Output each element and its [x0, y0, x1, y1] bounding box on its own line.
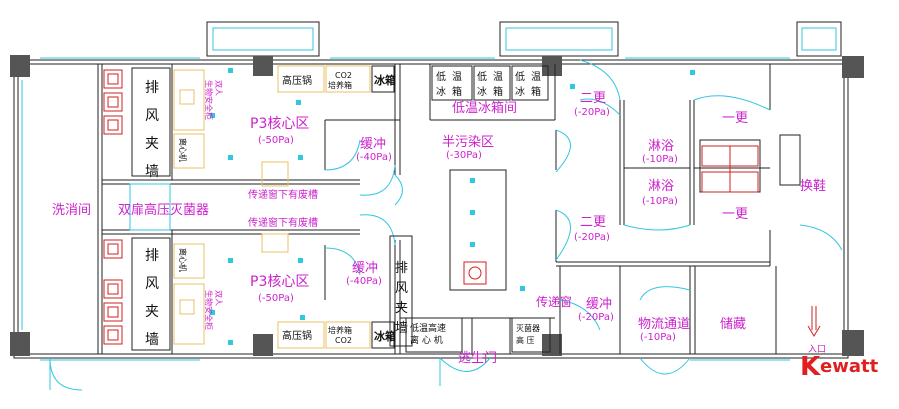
escape-door-label: 逃生门 [458, 351, 497, 366]
co2-bottom-label: CO2 [335, 336, 352, 345]
svg-text:K: K [800, 352, 821, 382]
low-temp-fridge-1-d: 箱 [452, 85, 462, 98]
buffer-top-label: 缓冲 [360, 137, 386, 152]
incubator-bottom-label: 培养箱 [328, 325, 352, 335]
centrifuge-bottom-label: 离心机 [178, 248, 188, 272]
buffer-bottom-pressure: (-40Pa) [346, 276, 382, 287]
autoclave-top-label: 高压锅 [282, 74, 312, 87]
logistics-label: 物流通道 [638, 317, 690, 332]
change1-top-label: 一更 [722, 111, 748, 126]
low-temp-fridge-3-c: 冰 [515, 85, 525, 98]
low-temp-room-label: 低温冰箱间 [452, 100, 517, 116]
shower-top-pressure: (-10Pa) [642, 154, 678, 165]
low-temp-fridge-1-c: 冰 [436, 85, 446, 98]
sterilizer-small-line1: 灭菌器 [516, 323, 540, 333]
entry-arrow-icon [807, 306, 821, 337]
low-temp-fridge-1-a: 低 [436, 70, 446, 83]
outer-walls [13, 21, 849, 361]
low-temp-fridge-1-b: 温 [452, 71, 462, 83]
passbox-top-label: 传递窗下有废槽 [248, 188, 318, 201]
fridge-bottom-label: 冰箱 [374, 329, 396, 343]
exhaust-top-char-4: 墙 [145, 164, 159, 180]
logistics-pressure: (-10Pa) [640, 332, 676, 343]
doors [49, 59, 843, 391]
room-labels: 洗消间 双扉高压灭菌器 排 风 夹 墙 排 风 夹 墙 P3核心区 (-50Pa… [52, 70, 826, 366]
kewatt-logo: K ewatt [800, 352, 879, 382]
structural-columns [10, 55, 864, 356]
low-temp-fridge-2-c: 冰 [477, 85, 487, 98]
low-temp-fridge-2-d: 箱 [493, 85, 503, 98]
change2-bottom-label: 二更 [580, 215, 606, 230]
bsc-top-person: 双人 [214, 80, 223, 96]
passbox-right-label: 传递窗 [536, 294, 572, 309]
p3-core-top-pressure: (-50Pa) [258, 135, 294, 146]
low-temp-fridge-2-b: 温 [493, 71, 503, 83]
exhaust-bottom-char-2: 风 [145, 276, 159, 292]
exhaust-top-char-3: 夹 [145, 136, 159, 152]
exhaust-top-char-2: 风 [145, 108, 159, 124]
exhaust-bottom-char-4: 墙 [145, 332, 159, 348]
exhaust-right-char-4: 墙 [395, 321, 408, 336]
centrifuge-lowtemp-line2: 离 心 机 [410, 334, 443, 346]
low-temp-fridge-3-b: 温 [531, 71, 541, 83]
semi-contam-label: 半污染区 [442, 135, 494, 150]
exhaust-right-char-3: 夹 [395, 301, 408, 316]
interior-walls [97, 64, 777, 354]
p3-core-top-label: P3核心区 [250, 116, 309, 132]
shower-bottom-pressure: (-10Pa) [642, 196, 678, 207]
exhaust-right-char-1: 排 [395, 261, 408, 276]
entry-label: 入口 [808, 344, 826, 355]
centrifuge-lowtemp-line1: 低温高速 [410, 322, 446, 334]
co2-top-label: CO2 [335, 71, 352, 80]
exhaust-wall-blocks [131, 67, 413, 351]
low-temp-fridge-2-a: 低 [477, 70, 487, 83]
exhaust-bottom-char-1: 排 [145, 248, 159, 264]
low-temp-fridge-3-a: 低 [515, 70, 525, 83]
sterilizer-small-line2: 高 压 [516, 335, 535, 345]
low-temp-fridge-3-d: 箱 [531, 85, 541, 98]
passbox-mid-label: 传递窗下有废槽 [248, 216, 318, 229]
change2-bottom-pressure: (-20Pa) [574, 232, 610, 243]
double-autoclave-label: 双扉高压灭菌器 [118, 202, 209, 218]
fridge-top-label: 冰箱 [374, 73, 396, 87]
p3-core-bottom-label: P3核心区 [250, 274, 309, 290]
centrifuge-top-label: 离心机 [178, 138, 188, 162]
p3-core-bottom-pressure: (-50Pa) [258, 293, 294, 304]
semi-contam-pressure: (-30Pa) [446, 150, 482, 161]
exhaust-right-char-2: 风 [395, 281, 408, 296]
exhaust-bottom-char-3: 夹 [145, 304, 159, 320]
equipment-outlines [173, 65, 371, 349]
sensor-markers [210, 68, 695, 345]
shoe-change-label: 换鞋 [800, 178, 826, 194]
bsc-bottom-label: 生物安全柜 [204, 290, 214, 330]
change1-bottom-label: 一更 [722, 207, 748, 222]
shelving [701, 145, 759, 193]
buffer-right-pressure: (-20Pa) [578, 312, 614, 323]
buffer-right-label: 缓冲 [586, 297, 612, 312]
incubator-top-label: 培养箱 [328, 80, 352, 90]
red-fixtures [103, 69, 487, 345]
buffer-bottom-label: 缓冲 [352, 261, 378, 276]
exhaust-top-char-1: 排 [145, 80, 159, 96]
buffer-top-pressure: (-40Pa) [356, 152, 392, 163]
storage-label: 储藏 [720, 317, 746, 332]
change2-top-label: 二更 [580, 91, 606, 106]
shower-top-label: 淋浴 [648, 139, 674, 154]
svg-text:ewatt: ewatt [820, 356, 879, 377]
bsc-top-label: 生物安全柜 [204, 80, 214, 120]
wash-room-label: 洗消间 [52, 203, 91, 218]
autoclave-bottom-label: 高压锅 [282, 329, 312, 342]
change2-top-pressure: (-20Pa) [574, 107, 610, 118]
bsc-bottom-person: 双人 [214, 290, 223, 306]
shower-bottom-label: 淋浴 [648, 179, 674, 194]
